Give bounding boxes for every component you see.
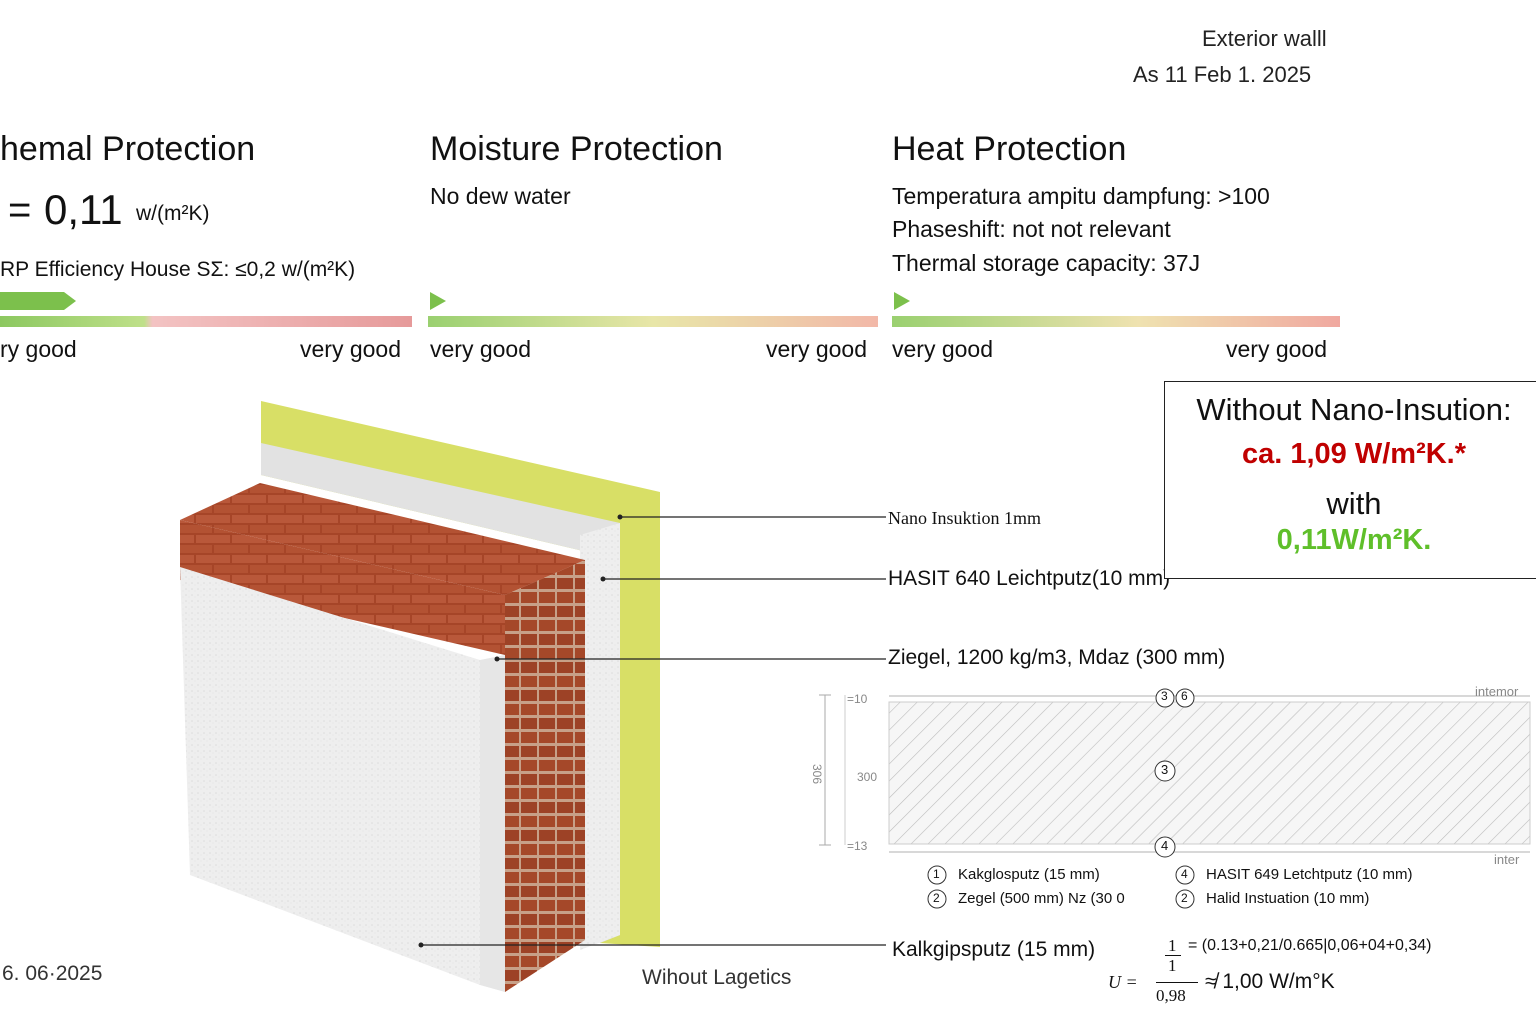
thermal-scale-indicator (0, 292, 76, 310)
footer-note: Wihout Lagetics (642, 966, 792, 989)
marker-bottom (1154, 836, 1176, 858)
heat-line2: Phaseshift: not not relevant (892, 216, 1171, 242)
comparison-callout: Without Nano-Insution: ca. 1,09 W/m²K.* … (1164, 381, 1536, 579)
moisture-scale (428, 292, 878, 327)
thermal-scale-bar (0, 316, 412, 327)
callout-without-value: ca. 1,09 W/m²K.* (1241, 438, 1467, 470)
legend-l2-num: 2 (933, 891, 940, 905)
moisture-scale-indicator (430, 292, 446, 310)
formula-frac-den: 1 (1168, 956, 1177, 975)
footer-date: 6. 06·2025 (2, 962, 103, 985)
cross-section (819, 688, 1531, 858)
moisture-scale-left: very good (430, 336, 532, 362)
heat-scale-bar (892, 316, 1340, 327)
label-ziegel: Ziegel, 1200 kg/m3, Mdaz (300 mm) (888, 646, 1226, 669)
formula-result: ≉ 1,00 W/m°K (1205, 970, 1335, 993)
callout-with-value: 0,11W/m²K. (1276, 524, 1432, 556)
legend-l1-num: 1 (933, 867, 940, 881)
label-kalk: Kalkgipsputz (15 mm) (892, 938, 1096, 961)
legend-r1: HASIT 649 Letchtputz (10 mm) (1206, 866, 1413, 883)
thermal-value-prefix: = (8, 188, 32, 232)
component-name: Exterior walll (1202, 26, 1327, 51)
heat-scale-right: very good (1226, 336, 1328, 362)
marker-top-a-label: 3 (1161, 689, 1168, 703)
dim-top: =10 (847, 692, 868, 706)
marker-bottom-label: 4 (1161, 838, 1169, 853)
section-hatch (888, 701, 1531, 845)
thermal-title: hemal Protection (0, 130, 256, 168)
moisture-title: Moisture Protection (430, 130, 723, 168)
thermal-scale (0, 292, 412, 327)
formula-rhs: = (0.13+0,21/0.665|0,06+04+0,34) (1188, 937, 1432, 954)
marker-mid (1154, 760, 1176, 782)
formula-u-label: U = (1108, 972, 1138, 992)
marker-mid-label: 3 (1161, 762, 1169, 777)
callout-with-label: with (1326, 486, 1382, 521)
formula-frac-num: 1 (1168, 936, 1177, 955)
legend-markers-left (927, 865, 1195, 909)
dim-bottom: =13 (847, 839, 868, 853)
brick-top-face (180, 483, 585, 595)
thermal-scale-left: ry good (0, 336, 77, 362)
marker-top-a (1155, 688, 1175, 708)
legend-l2: Zegel (500 mm) Nz (30 0 (958, 890, 1125, 907)
formula-den-value: 0,98 (1156, 986, 1186, 1005)
brick-front-face (180, 520, 505, 655)
thermal-value: 0,11 (44, 186, 123, 233)
marker-top-b (1175, 688, 1195, 708)
kalkgips-plaster-layer (180, 567, 480, 985)
label-hasit: HASIT 640 Leichtputz(10 mm) (888, 567, 1171, 590)
section-bottom-label: inter (1494, 852, 1520, 867)
legend-r2: Halid Instuation (10 mm) (1206, 890, 1370, 907)
legend-l1: Kakglosputz (15 mm) (958, 866, 1100, 883)
thermal-scale-right: very good (300, 336, 402, 362)
moisture-line1: No dew water (430, 183, 571, 209)
thermal-requirement: RP Efficiency House SΣ: ≤0,2 w/(m²K) (0, 258, 356, 281)
heat-scale-left: very good (892, 336, 994, 362)
dim-mid: 300 (857, 770, 878, 784)
moisture-scale-right: very good (766, 336, 868, 362)
heat-line3: Thermal storage capacity: 37J (892, 250, 1201, 276)
legend-r2-num: 2 (1181, 891, 1188, 905)
heat-scale-indicator (894, 292, 910, 310)
brick-side-face (505, 560, 585, 992)
hasit-plaster-edge (580, 523, 620, 950)
wall-illustration (180, 401, 660, 992)
heat-title: Heat Protection (892, 130, 1127, 168)
section-top-label: intemor (1475, 684, 1519, 699)
dim-total: 306 (810, 764, 824, 785)
moisture-scale-bar (428, 316, 878, 327)
label-nano: Nano Insuktion 1mm (888, 508, 1041, 528)
legend-r1-num: 4 (1181, 867, 1188, 881)
callout-without-label: Without Nano-Insution: (1196, 392, 1512, 427)
marker-top-b-label: 6 (1181, 689, 1188, 703)
heat-line1: Temperatura ampitu dampfung: >100 (892, 183, 1270, 209)
heat-scale (892, 292, 1340, 327)
formula-u-bar (1156, 982, 1198, 983)
thermal-unit: w/(m²K) (136, 202, 210, 225)
formula-frac-bar (1165, 955, 1181, 956)
document-date: As ​11 Feb 1. 2025 (1133, 62, 1312, 87)
